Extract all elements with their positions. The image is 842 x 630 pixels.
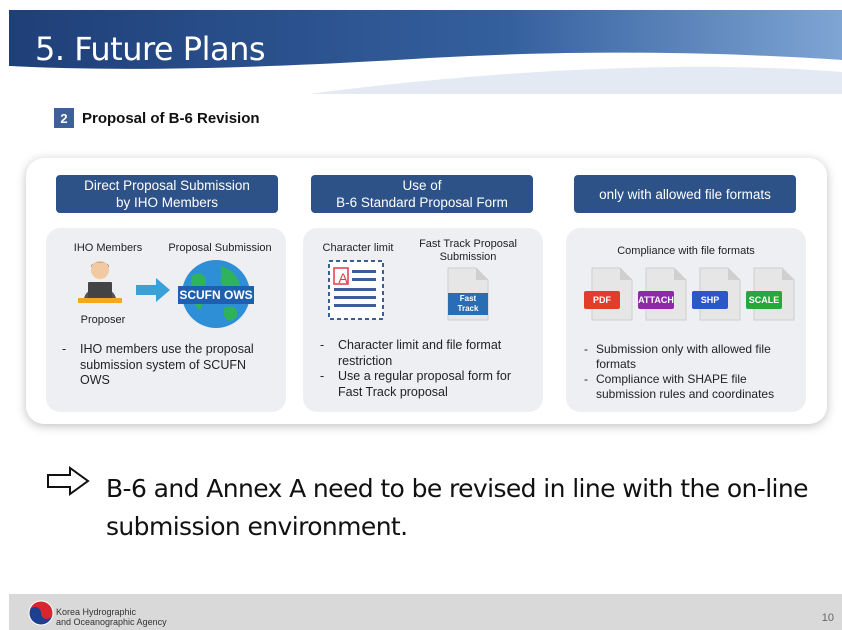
proposer-icon	[78, 261, 122, 303]
scufn-ows-label: SCUFN OWS	[178, 286, 254, 304]
agency-name-line: and Oceanographic Agency	[56, 617, 167, 627]
list-item: -Character limit and file format restric…	[320, 338, 532, 369]
column-box-standard-form	[303, 228, 543, 412]
column-box-direct-proposal	[46, 228, 286, 412]
section-title: Proposal of B-6 Revision	[82, 109, 260, 127]
list-item: -IHO members use the proposal submission…	[62, 342, 272, 389]
label-iho-members: IHO Members	[73, 242, 143, 254]
agency-name: Korea Hydrographic and Oceanographic Age…	[56, 607, 167, 627]
header-line: only with allowed file formats	[599, 186, 771, 202]
section-heading: 2 Proposal of B-6 Revision	[54, 108, 260, 128]
fast-track-tag: Fast Track	[448, 293, 488, 315]
document-form-icon	[328, 260, 384, 320]
bullet-list-direct-proposal: -IHO members use the proposal submission…	[62, 342, 272, 389]
bullet-list-file-formats: -Submission only with allowed file forma…	[584, 342, 804, 402]
attach-file-icon: ATTACH	[638, 266, 688, 322]
format-badge: PDF	[584, 291, 620, 309]
header-line: Use of	[402, 178, 442, 193]
scale-file-icon: SCALE	[746, 266, 796, 322]
format-badge: SHP	[692, 291, 728, 309]
label-compliance: Compliance with file formats	[617, 245, 755, 257]
bullet-text: Character limit and file format restrict…	[338, 338, 502, 368]
list-item: -Submission only with allowed file forma…	[584, 342, 804, 372]
conclusion-text: B-6 and Annex A need to be revised in li…	[106, 474, 809, 541]
pdf-file-icon: PDF	[584, 266, 634, 322]
arrow-right-icon	[136, 278, 170, 302]
agency-name-line: Korea Hydrographic	[56, 607, 137, 617]
footer-bar	[9, 594, 842, 630]
header-line: B-6 Standard Proposal Form	[336, 195, 508, 210]
bullet-text: Submission only with allowed file format…	[596, 342, 771, 371]
column-header-file-formats: only with allowed file formats	[574, 175, 796, 213]
outline-arrow-icon	[47, 466, 90, 496]
slide-title: 5. Future Plans	[35, 30, 266, 68]
label-proposal-submission: Proposal Submission	[168, 242, 272, 254]
shp-file-icon: SHP	[692, 266, 742, 322]
bullet-text: IHO members use the proposal submission …	[80, 342, 254, 387]
label-character-limit: Character limit	[322, 242, 394, 254]
label-fast-track: Fast Track Proposal Submission	[419, 238, 517, 263]
list-item: -Compliance with SHAPE file submission r…	[584, 372, 804, 402]
section-number: 2	[54, 108, 74, 128]
label-proposer: Proposer	[80, 314, 126, 326]
format-badge: ATTACH	[638, 291, 674, 309]
bullet-text: Use a regular proposal form for Fast Tra…	[338, 369, 511, 399]
document-letter: A	[338, 270, 348, 286]
format-badge: SCALE	[746, 291, 782, 309]
header-line: by IHO Members	[115, 195, 219, 210]
list-item: -Use a regular proposal form for Fast Tr…	[320, 369, 532, 400]
bullet-list-standard-form: -Character limit and file format restric…	[320, 338, 532, 400]
header-line: Direct Proposal Submission	[84, 178, 250, 193]
bullet-text: Compliance with SHAPE file submission ru…	[596, 372, 775, 401]
title-banner: 5. Future Plans	[9, 10, 842, 94]
agency-logo-icon	[28, 600, 54, 626]
column-header-direct-proposal: Direct Proposal Submission by IHO Member…	[56, 175, 278, 213]
page-number: 10	[821, 612, 834, 624]
column-header-standard-form: Use of B-6 Standard Proposal Form	[311, 175, 533, 213]
